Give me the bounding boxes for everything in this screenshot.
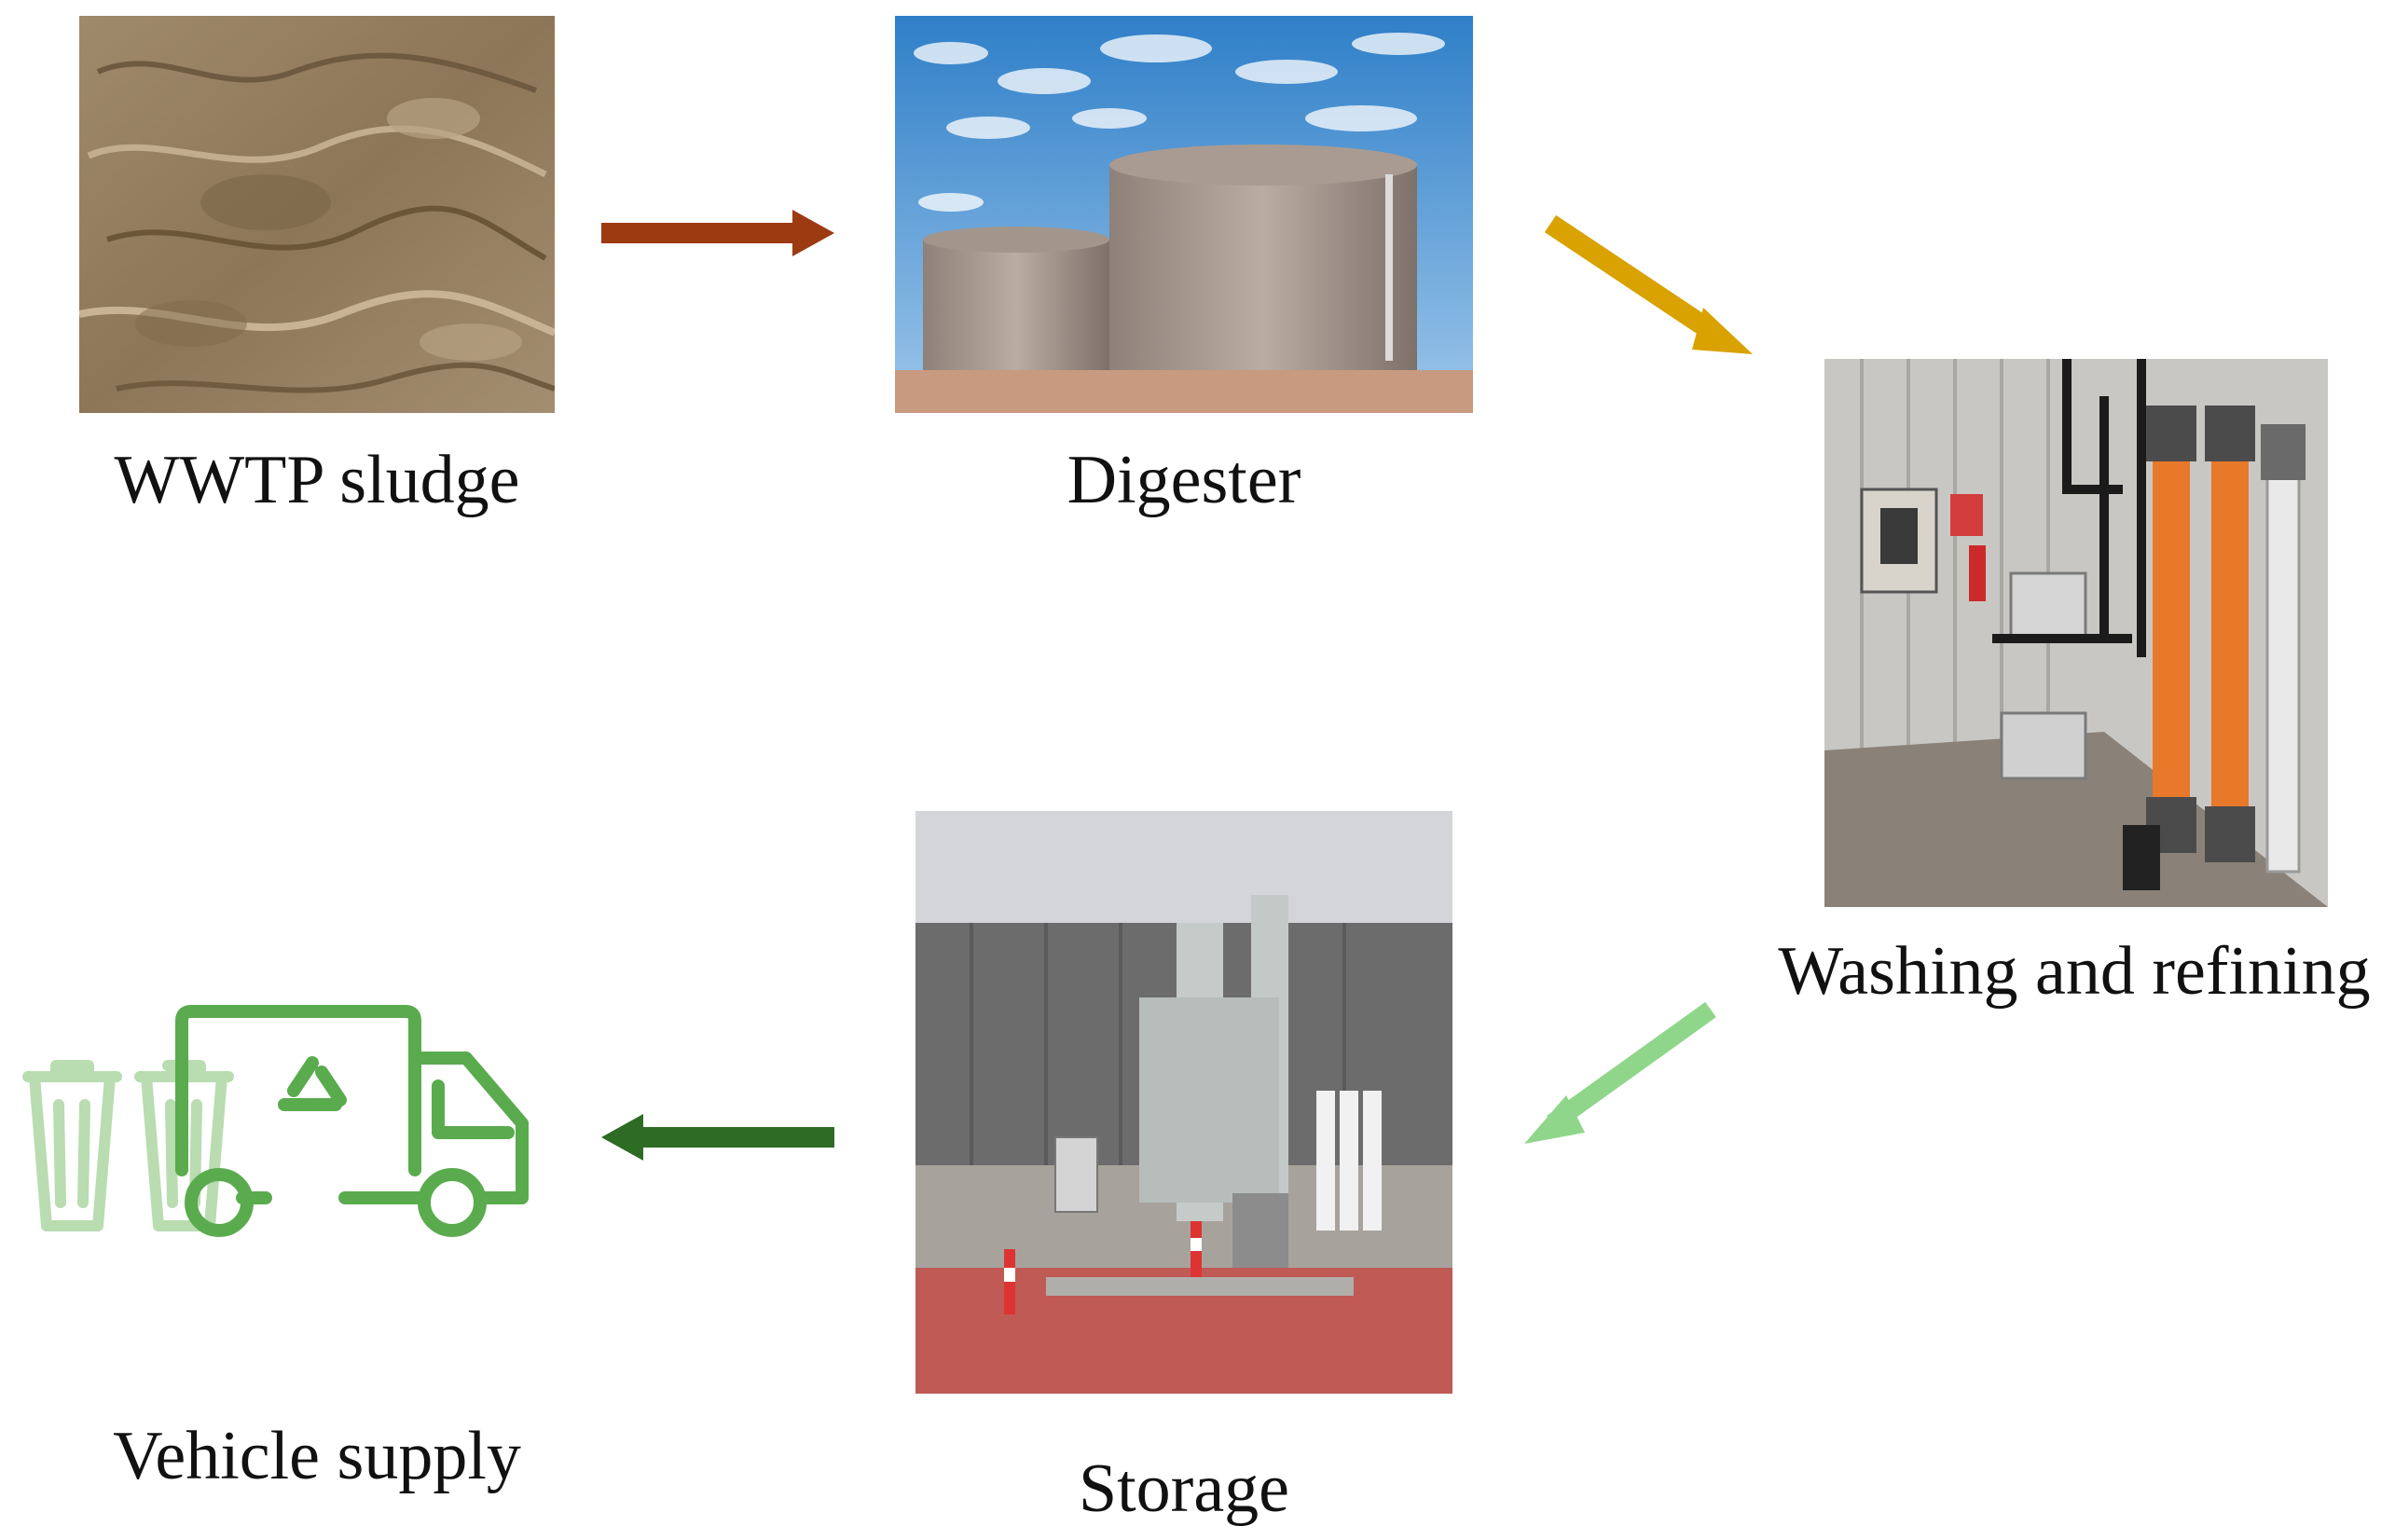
arrow-sludge-to-digester	[601, 210, 834, 256]
label-digester: Digester	[1067, 442, 1301, 518]
garbage-truck-icon	[14, 1002, 536, 1244]
storage-photo	[915, 811, 1452, 1394]
digester-photo	[895, 16, 1473, 413]
label-vehicle-supply: Vehicle supply	[113, 1418, 521, 1494]
arrow-digester-to-washing	[1544, 214, 1753, 354]
washing-refining-photo	[1824, 359, 2328, 907]
arrow-washing-to-storage	[1524, 1001, 1716, 1144]
label-washing-refining: Washing and refining	[1778, 933, 2371, 1010]
label-storage: Storage	[1078, 1451, 1290, 1527]
trash-bin-icon	[22, 1060, 122, 1231]
label-wwtp-sludge: WWTP sludge	[114, 442, 520, 518]
sludge-photo	[79, 16, 555, 413]
arrow-storage-to-vehicle	[601, 1114, 834, 1161]
